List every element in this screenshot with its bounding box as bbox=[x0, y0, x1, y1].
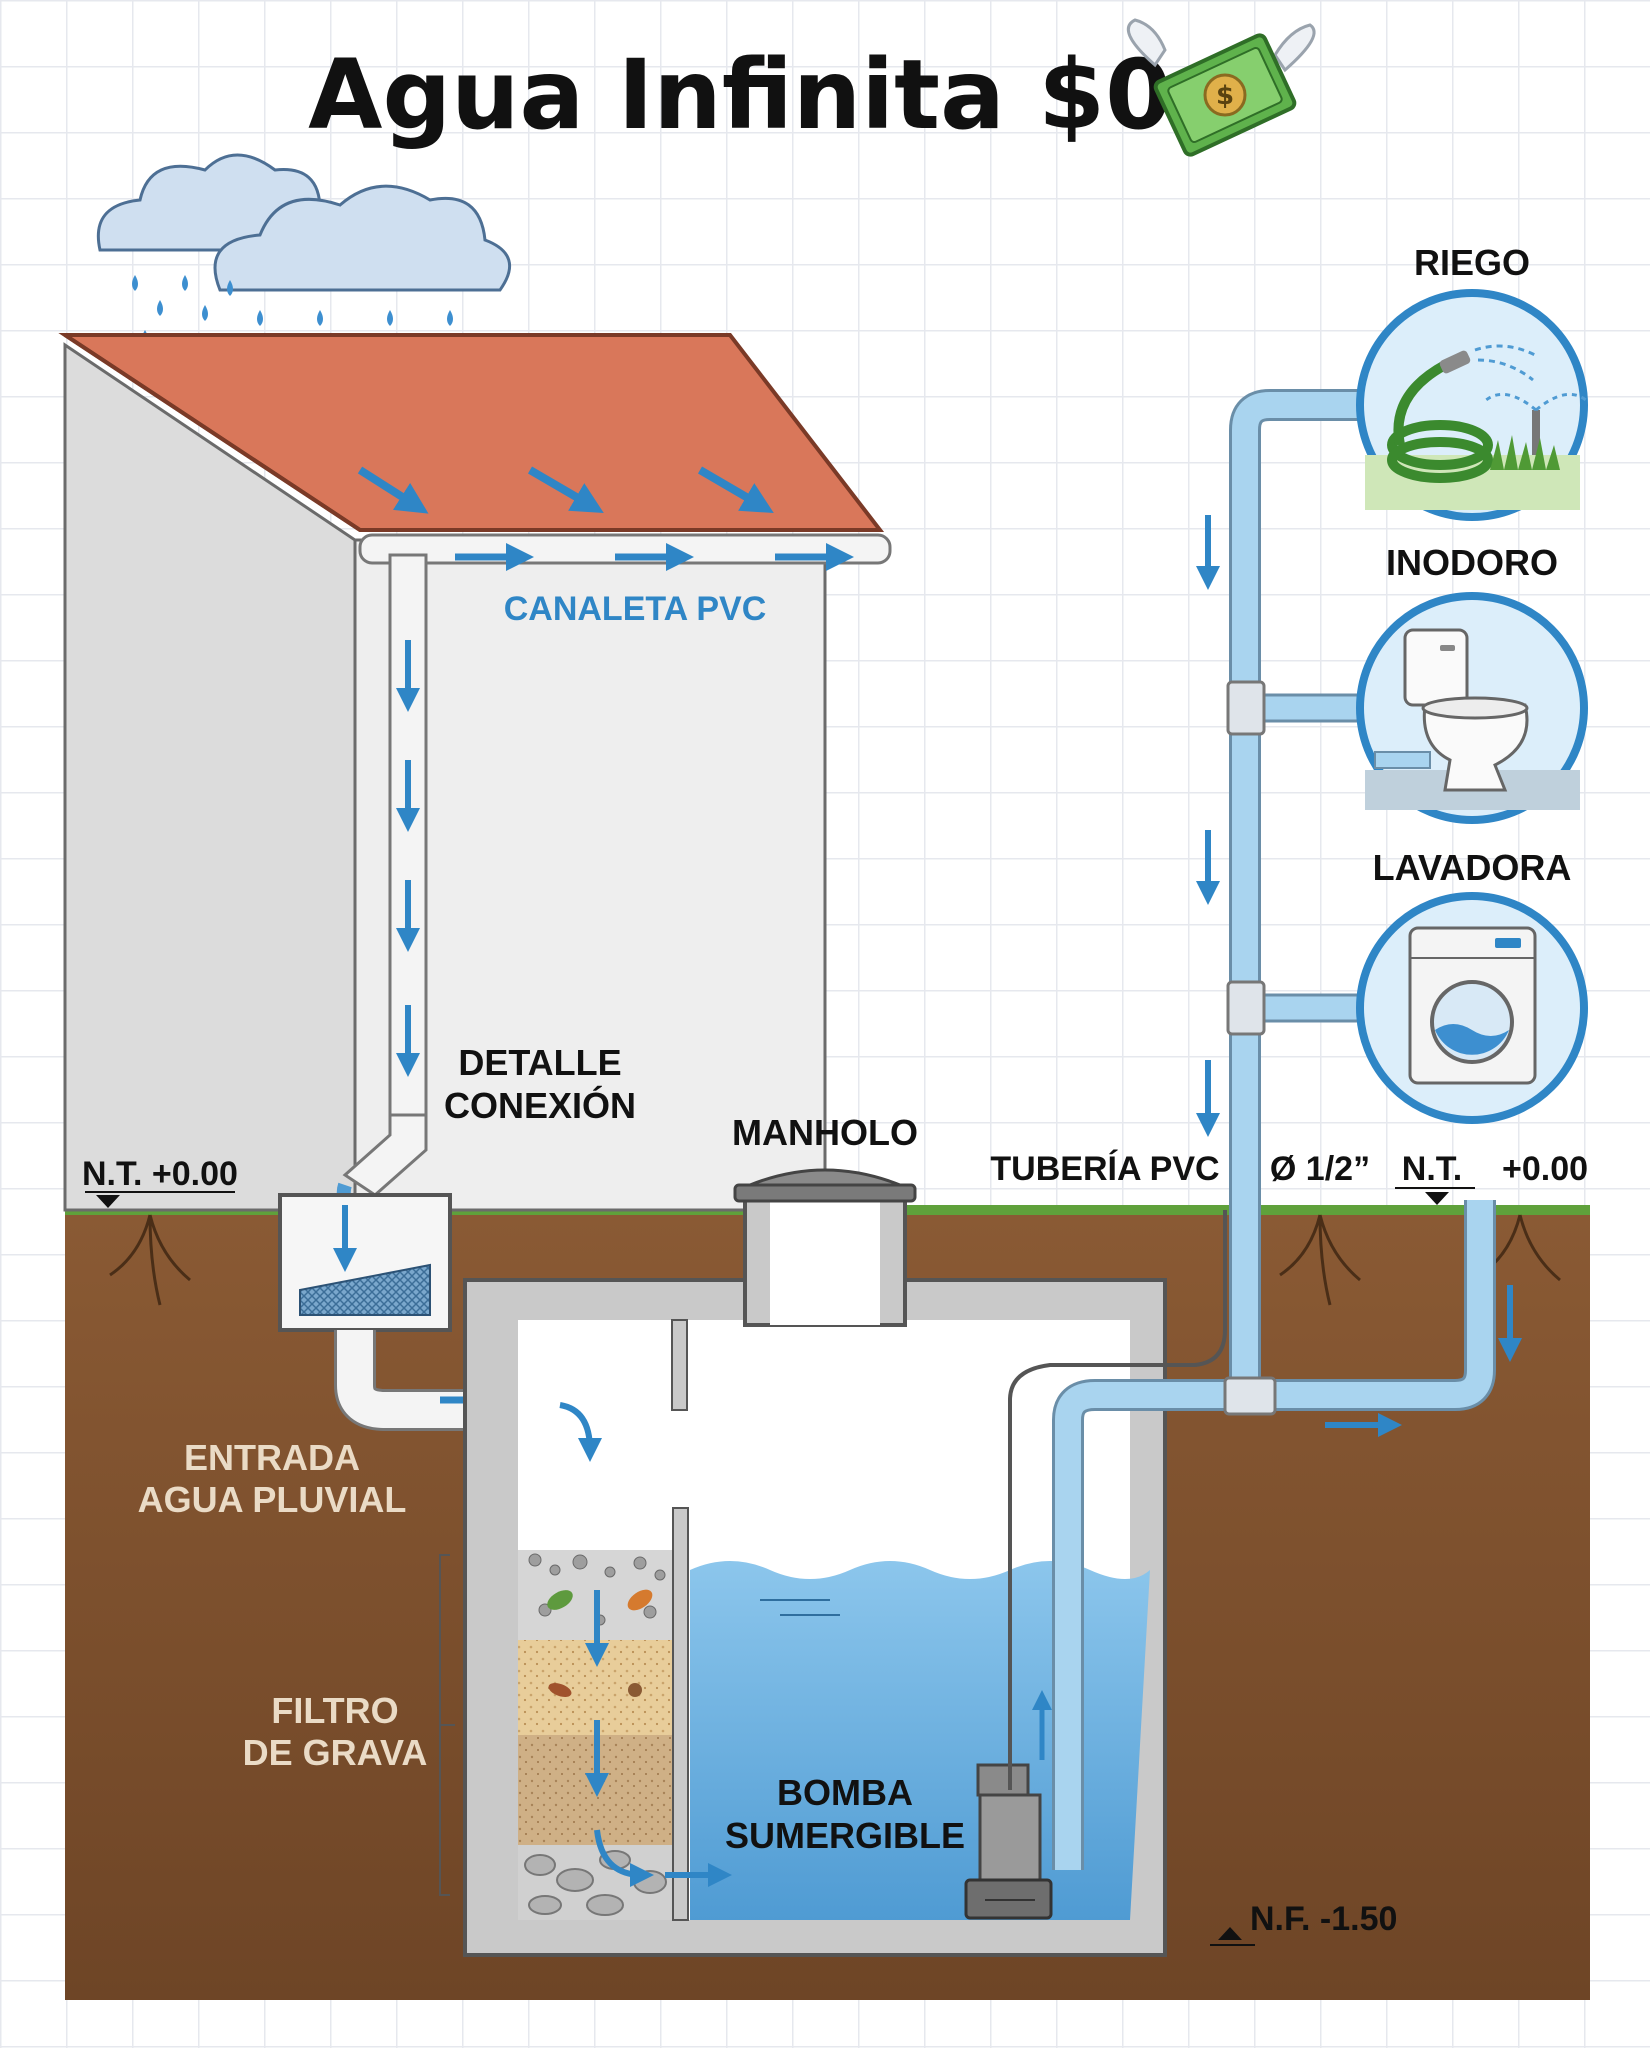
use-inodoro: INODORO bbox=[1356, 542, 1588, 824]
bomba-label-2: SUMERGIBLE bbox=[725, 1815, 965, 1856]
diametro-label: Ø 1/2” bbox=[1270, 1150, 1370, 1188]
canaleta-label: CANALETA PVC bbox=[504, 590, 767, 628]
inodoro-label: INODORO bbox=[1386, 542, 1558, 583]
house bbox=[58, 333, 885, 1212]
bomba-label-1: BOMBA bbox=[777, 1772, 913, 1813]
riego-label: RIEGO bbox=[1414, 242, 1530, 283]
entrada-label-1: ENTRADA bbox=[184, 1437, 360, 1478]
detalle-label-2: CONEXIÓN bbox=[444, 1084, 636, 1126]
nf-label: N.F. -1.50 bbox=[1250, 1900, 1397, 1938]
rain-clouds bbox=[96, 153, 511, 381]
tuberia-label: TUBERÍA PVC bbox=[990, 1150, 1219, 1188]
nt-right-label-a: N.T. bbox=[1402, 1150, 1462, 1188]
manholo-label: MANHOLO bbox=[732, 1112, 918, 1153]
manhole-cover bbox=[733, 1183, 917, 1203]
use-lavadora: LAVADORA bbox=[1356, 847, 1588, 1124]
submersible-pump bbox=[964, 1763, 1053, 1920]
filtro-label-1: FILTRO bbox=[271, 1690, 398, 1731]
garden-hose-sprinkler-icon bbox=[1365, 344, 1587, 510]
roof-flow-arrows bbox=[357, 466, 774, 514]
washing-machine-icon bbox=[1408, 926, 1537, 1085]
page-title: Agua Infinita $0 bbox=[308, 39, 1172, 151]
entrada-label-2: AGUA PLUVIAL bbox=[138, 1479, 407, 1520]
pump-cable bbox=[1008, 1210, 1227, 1790]
use-riego: RIEGO bbox=[1356, 242, 1588, 521]
nt-left-label: N.T. +0.00 bbox=[82, 1155, 238, 1193]
filtro-label-2: DE GRAVA bbox=[243, 1732, 428, 1773]
money-with-wings-icon: $ bbox=[1126, 18, 1316, 157]
lavadora-label: LAVADORA bbox=[1373, 847, 1572, 888]
toilet-icon bbox=[1365, 628, 1580, 810]
detalle-label-1: DETALLE bbox=[458, 1042, 621, 1083]
nt-right-label-b: +0.00 bbox=[1502, 1150, 1588, 1188]
svg-text:$: $ bbox=[1216, 81, 1234, 111]
